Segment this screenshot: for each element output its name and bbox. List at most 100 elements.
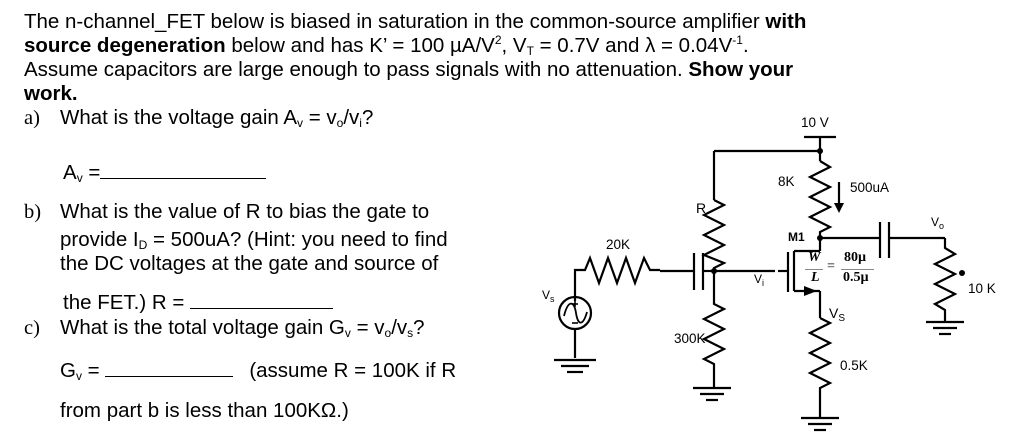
question-text: = v (350, 316, 385, 339)
subscript: v (344, 326, 351, 340)
wl-equals: = (827, 259, 835, 274)
bias-bottom-resistor-label: 300K (674, 331, 706, 346)
source-resistor-label: 0.5K (840, 358, 868, 373)
subscript: v (76, 171, 83, 185)
ground-icon (554, 358, 596, 374)
intro-text: , V (501, 34, 527, 57)
subscript: D (138, 238, 148, 252)
vo-node-label: Vo (931, 215, 945, 231)
part-c-marker: c) (24, 317, 40, 339)
av-answer-field[interactable] (100, 160, 267, 179)
answer-eq: = (81, 359, 106, 382)
question-text: /v (391, 316, 408, 339)
ground-icon (801, 416, 839, 432)
part-a-question: a)What is the voltage gain Av = vo/vi? (24, 106, 373, 130)
question-text: provide I (60, 228, 139, 251)
current-arrow-icon (834, 182, 844, 213)
intro-bold-text: Show your (688, 58, 794, 81)
question-text: ? (413, 316, 425, 339)
label-text: V (931, 215, 940, 229)
subscript: o (384, 326, 392, 340)
superscript: -1 (732, 33, 743, 47)
answer-label: the FET.) R = (63, 291, 191, 314)
drain-current-label: 500uA (850, 180, 890, 195)
source-resistor (807, 317, 833, 418)
r-answer-field[interactable] (190, 290, 334, 309)
subscript: i (762, 278, 765, 288)
part-c-question: c) What is the total voltage gain Gv = vo… (24, 316, 425, 340)
intro-line-3: Assume capacitors are large enough to pa… (24, 58, 793, 82)
intro-line-2: source degeneration below and has K’ = 1… (24, 34, 749, 58)
wl-den-value: 0.5µ (843, 270, 869, 285)
ac-source-icon (557, 295, 593, 358)
part-c-note-line-2: from part b is less than 100KΩ.) (60, 399, 349, 422)
superscript: 2 (494, 33, 502, 47)
part-a-answer: Av = (63, 160, 267, 185)
intro-text: The n-channel_FET below is biased in sat… (24, 10, 766, 33)
wl-bar (805, 269, 823, 270)
question-text: = 500uA? (Hint: you need to find (147, 228, 448, 251)
wl-value-bar (841, 269, 874, 270)
output-capacitor (878, 222, 945, 258)
intro-text: = 0.7V and λ = 0.04V (533, 34, 733, 57)
vs-node-label: VS (829, 305, 846, 324)
answer-label: A (63, 161, 77, 184)
answer-label: G (60, 359, 76, 382)
drain-resistor (807, 160, 833, 238)
bias-resistor-r (701, 199, 727, 271)
series-resistor-20k (573, 254, 660, 301)
part-b-question-line-3: the DC voltages at the gate and source o… (60, 252, 439, 275)
vi-node-label: Vi (754, 272, 765, 288)
intro-text: below and has K’ = 100 µA/V (225, 34, 495, 57)
part-b-question-line-1: b) What is the value of R to bias the gat… (24, 200, 429, 224)
question-text: ? (361, 106, 374, 129)
transistor-label: M1 (788, 230, 805, 244)
intro-bold-text: source degeneration (24, 34, 226, 57)
source-voltage-label: Vs (542, 288, 555, 304)
part-c-answer: Gv = (assume R = 100K if R (60, 358, 456, 383)
question-text: What is the value of R to bias the gate … (60, 200, 430, 223)
intro-bold-text: with (765, 10, 807, 33)
subscript: S (838, 313, 846, 324)
supply-rail (714, 135, 836, 161)
load-node-dot (959, 270, 965, 276)
bias-resistor-300k (701, 271, 727, 388)
subscript: T (526, 44, 534, 58)
load-resistor (932, 238, 958, 322)
series-resistor-label: 20K (606, 237, 631, 252)
answer-eq: = (82, 161, 101, 184)
gv-answer-field[interactable] (105, 358, 234, 377)
intro-text: Assume capacitors are large enough to pa… (24, 58, 689, 81)
question-text: /v (343, 106, 360, 129)
input-capacitor (660, 253, 714, 290)
supply-voltage-label: 10 V (801, 115, 829, 130)
assumption-note: (assume R = 100K if R (249, 359, 457, 382)
nmos-transistor-icon (786, 238, 822, 318)
intro-line-1: The n-channel_FET below is biased in sat… (24, 10, 806, 34)
subscript: o (336, 116, 344, 130)
label-text: V (542, 288, 551, 302)
drain-resistor-label: 8K (778, 174, 795, 189)
ground-icon (693, 386, 731, 402)
wl-num: W (808, 250, 821, 265)
label-text: V (754, 272, 763, 286)
subscript: s (550, 294, 555, 304)
wl-den: L (811, 270, 820, 285)
subscript: s (407, 326, 414, 340)
intro-line-4: work. (24, 82, 78, 105)
load-resistor-label: 10 K (968, 281, 996, 296)
question-text: What is the total voltage gain G (60, 316, 345, 339)
part-b-answer: the FET.) R = (63, 290, 334, 315)
bias-resistor-label: R (696, 200, 707, 216)
subscript: o (939, 221, 945, 231)
wl-num-value: 80µ (844, 250, 867, 265)
question-text: = v (303, 106, 337, 129)
subscript: v (297, 116, 304, 130)
part-b-question-line-2: provide ID = 500uA? (Hint: you need to f… (60, 228, 448, 252)
subscript: i (359, 116, 362, 130)
part-b-marker: b) (24, 201, 42, 223)
part-a-marker: a) (24, 107, 40, 129)
subscript: v (75, 369, 82, 383)
intro-text: . (742, 34, 749, 57)
